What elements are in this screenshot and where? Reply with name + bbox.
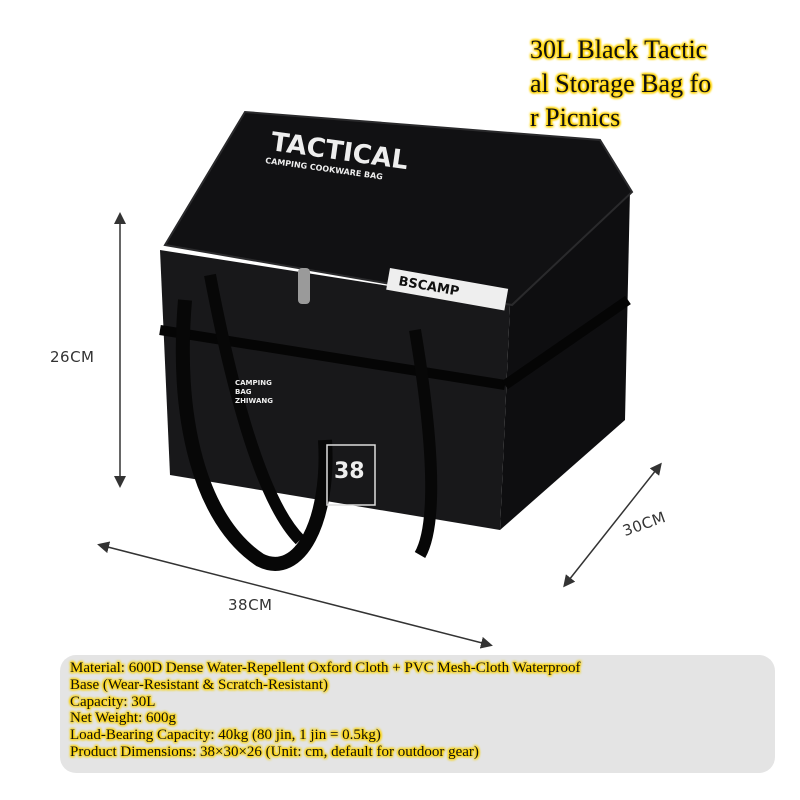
front-logo-line2: BAG xyxy=(235,388,252,396)
front-logo-line3: ZHIWANG xyxy=(235,397,273,405)
bag: TACTICAL CAMPING COOKWARE BAG BSCAMP CAM… xyxy=(159,110,634,571)
width-label: 38CM xyxy=(228,596,273,614)
product-title: 30L Black Tactic al Storage Bag fo r Pic… xyxy=(530,33,790,135)
spec-line: Net Weight: 600g xyxy=(70,710,177,727)
bag-front xyxy=(160,250,510,530)
title-line: r Picnics xyxy=(530,103,621,132)
spec-line: Product Dimensions: 38×30×26 (Unit: cm, … xyxy=(70,743,479,760)
spec-line: Capacity: 30L xyxy=(70,693,156,710)
spec-line: Material: 600D Dense Water-Repellent Oxf… xyxy=(70,660,581,676)
front-number-text: 38 xyxy=(334,459,365,484)
bag-right-side xyxy=(500,190,630,530)
title-line: al Storage Bag fo xyxy=(530,69,712,98)
handle-left xyxy=(175,299,333,571)
zipper-pull xyxy=(298,268,310,304)
strap-band-side xyxy=(502,295,631,390)
width-arrow xyxy=(97,541,493,649)
handle-right2 xyxy=(409,329,438,558)
spec-line: Load-Bearing Capacity: 40kg (80 jin, 1 j… xyxy=(70,727,381,744)
handle-right xyxy=(204,273,305,545)
depth-arrow xyxy=(563,462,662,588)
spec-panel: Material: 600D Dense Water-Repellent Oxf… xyxy=(60,655,775,773)
front-logo-line1: CAMPING xyxy=(235,379,272,387)
height-label: 26CM xyxy=(50,348,95,366)
title-line: 30L Black Tactic xyxy=(530,35,708,64)
spec-line: Base (Wear-Resistant & Scratch-Resistant… xyxy=(70,676,328,693)
